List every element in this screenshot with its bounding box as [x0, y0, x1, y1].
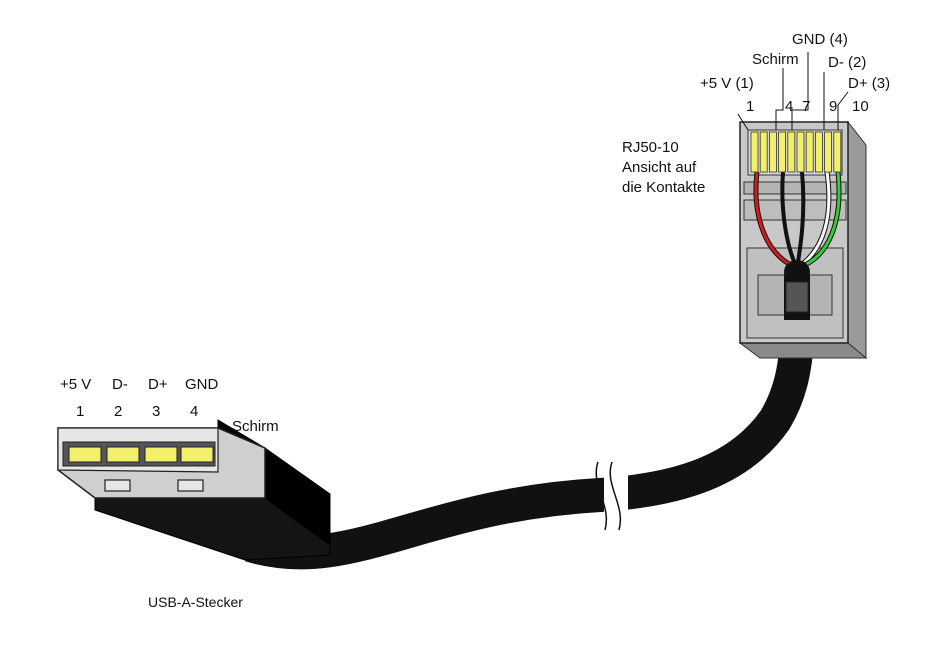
usb-signal-labels: +5 V D- D+ GND [60, 376, 219, 393]
rj50-label-dminus: D- (2) [828, 54, 866, 71]
cable [245, 338, 814, 570]
usb-pin-number: 4 [190, 403, 198, 420]
usb-contacts [68, 446, 214, 463]
rj50-leader-lines [737, 52, 849, 131]
cable-break-symbol [595, 461, 628, 531]
rj50-title-line: RJ50-10 [622, 139, 679, 156]
rj50-contact [769, 131, 777, 173]
usb-pin-number: 2 [114, 403, 122, 420]
rj50-contacts [750, 131, 842, 173]
rj50-pin-number: 1 [746, 98, 754, 115]
rj50-label-vcc: +5 V (1) [700, 75, 754, 92]
rj50-label-gnd: GND (4) [792, 31, 848, 48]
rj50-label-dplus: D+ (3) [848, 75, 890, 92]
rj50-contact [824, 131, 832, 173]
usb-contact [106, 446, 140, 463]
usb-signal-label: +5 V [60, 376, 91, 393]
usb-pin-number: 1 [76, 403, 84, 420]
rj50-contact [778, 131, 786, 173]
usb-caption: USB-A-Stecker [148, 594, 243, 610]
rj50-title-line: die Kontakte [622, 179, 705, 196]
rj50-title: RJ50-10 Ansicht auf die Kontakte [622, 139, 705, 196]
rj50-pin-number: 9 [829, 98, 837, 115]
rj50-label-schirm: Schirm [752, 51, 799, 68]
rj50-pin-number: 4 [785, 98, 793, 115]
usb-signal-label: D- [112, 376, 128, 393]
rj50-contact [796, 131, 805, 173]
rj50-pin-number: 10 [852, 98, 869, 115]
usb-signal-label: GND [185, 376, 219, 393]
rj50-contact [815, 131, 823, 173]
rj50-cable-boot [784, 260, 810, 320]
rj50-signal-labels: +5 V (1) Schirm GND (4) D- (2) D+ (3) [700, 31, 890, 92]
rj50-pin-numbers: 1 4 7 9 10 [746, 98, 869, 115]
usb-contact [68, 446, 102, 463]
rj50-contact [833, 131, 842, 173]
usb-pin-number: 3 [152, 403, 160, 420]
usb-a-plug [57, 419, 331, 561]
rj50-contact [759, 131, 768, 173]
rj50-contact [750, 131, 759, 173]
usb-shield-label: Schirm [232, 418, 279, 435]
usb-signal-label: D+ [148, 376, 168, 393]
rj50-pin-number: 7 [802, 98, 810, 115]
usb-contact [144, 446, 178, 463]
usb-pin-numbers: 1 2 3 4 [76, 403, 198, 420]
rj50-contact [787, 131, 796, 173]
usb-contact [180, 446, 214, 463]
rj50-contact [805, 131, 814, 173]
rj50-title-line: Ansicht auf [622, 159, 697, 176]
